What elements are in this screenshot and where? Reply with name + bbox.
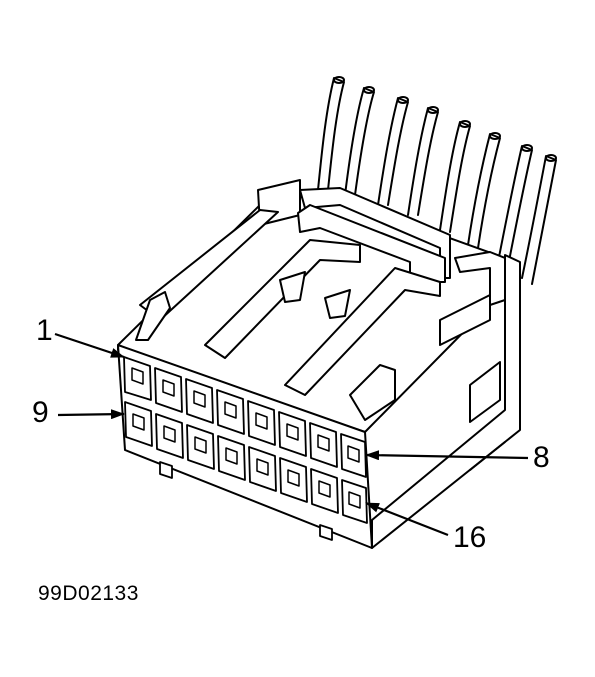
pin-label-1: 1: [36, 314, 53, 347]
pin-label-16: 16: [453, 521, 487, 554]
pin-label-8: 8: [533, 441, 550, 474]
wire-5: [439, 121, 471, 233]
terminal-grid: [123, 356, 368, 541]
latch-rib-right: [284, 267, 441, 396]
arrow-pin-9: [57, 409, 125, 420]
wire-1: [317, 77, 345, 191]
wire-bundle: [317, 76, 557, 285]
arrow-pin-8: [365, 450, 529, 461]
arrow-pin-16: [365, 501, 449, 537]
latch-rib-center: [204, 239, 361, 359]
figure-id: 99D02133: [38, 582, 139, 605]
arrow-pin-1: [54, 332, 125, 359]
wire-2: [344, 87, 375, 196]
pin-label-9: 9: [32, 396, 49, 429]
wire-8: [521, 155, 557, 285]
wire-3: [377, 97, 409, 206]
wire-4: [407, 107, 439, 216]
callout-arrows: [54, 332, 529, 537]
wire-6: [467, 133, 501, 249]
wire-7: [497, 145, 533, 267]
